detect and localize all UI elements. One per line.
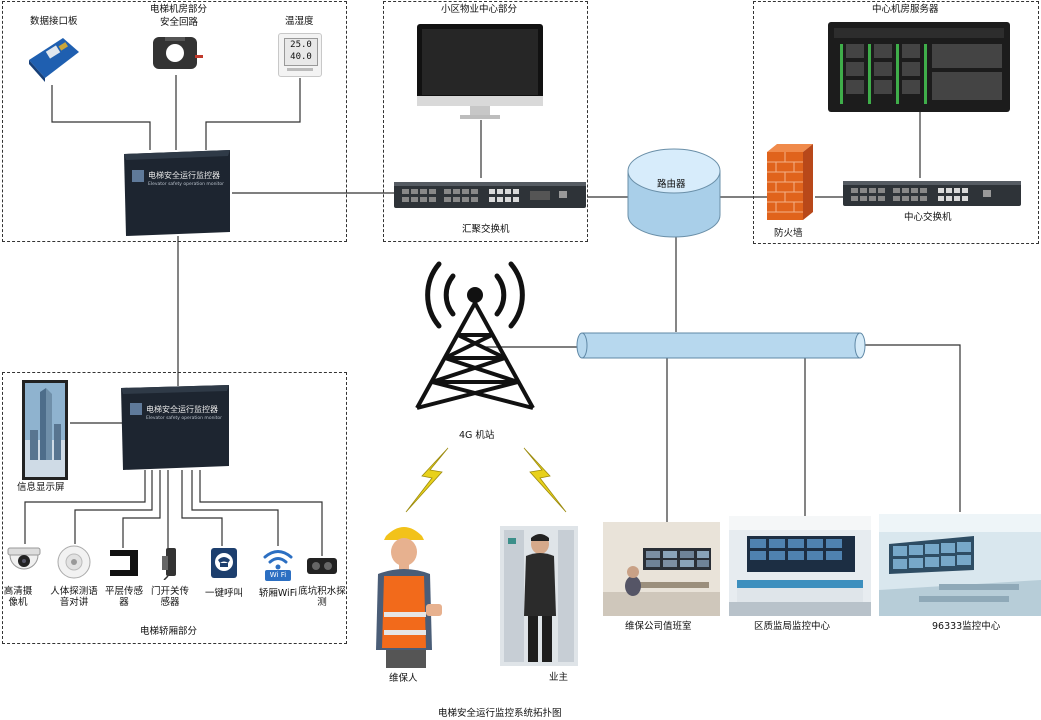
door-sensor-icon: [158, 546, 182, 581]
maintenance-duty-label: 维保公司值班室: [625, 621, 692, 632]
aggregation-switch-label: 汇聚交换机: [462, 224, 510, 235]
center-96333-label: 96333监控中心: [932, 621, 1001, 632]
property-pc-icon: [415, 22, 545, 122]
intercom-icon: [56, 544, 92, 580]
maintainer-label: 维保人: [389, 673, 418, 684]
elevator-car-zone: [2, 372, 347, 644]
call-button-label: 一键呼叫: [204, 588, 243, 599]
call-button-icon: [210, 547, 238, 579]
car-monitor-device: 电梯安全运行监控器 Elevator safety operation moni…: [118, 383, 232, 471]
router-label: 路由器: [657, 179, 686, 190]
intercom-label: 人体探测语音对讲: [50, 586, 98, 609]
thermometer-icon: 25.0 40.0: [278, 33, 322, 77]
data-board-icon: [25, 34, 81, 84]
info-display-icon: [22, 380, 68, 480]
machine-room-monitor-subtitle: Elevator safety operation monitor: [148, 182, 225, 187]
wifi-badge: Wi Fi: [265, 570, 291, 581]
wifi-icon: Wi Fi: [262, 548, 294, 582]
door-sensor-label: 门开关传感器: [150, 586, 189, 609]
machine-room-zone: [2, 1, 347, 242]
property-center-zone: [383, 1, 588, 242]
maintainer-figure: [366, 520, 446, 668]
camera-label: 高清摄像机: [3, 586, 33, 609]
wireless-signal-left-icon: [402, 446, 452, 514]
server-icon: [828, 22, 1010, 112]
machine-room-title: 电梯机房部分: [150, 4, 208, 15]
current-sensor-icon: [151, 33, 203, 73]
pit-water-sensor-icon: [306, 556, 338, 576]
data-center-zone: [753, 1, 1039, 244]
aggregation-switch-icon: [394, 178, 586, 210]
district-bureau-photo: [729, 516, 871, 616]
center-96333-photo: [879, 514, 1041, 616]
router-icon: 路由器: [625, 145, 723, 241]
wireless-signal-right-icon: [520, 446, 570, 514]
machine-room-monitor-name: 电梯安全运行监控器: [148, 171, 220, 180]
temp-humidity-label: 温湿度: [285, 16, 314, 27]
car-monitor-name: 电梯安全运行监控器: [146, 405, 218, 414]
base-station-label: 4G 机站: [459, 430, 495, 441]
temp-readout: 25.0: [290, 40, 312, 50]
firewall-icon: [765, 142, 815, 222]
camera-icon: [6, 546, 42, 576]
pit-water-label: 底坑积水探测: [298, 586, 346, 609]
diagram-caption: 电梯安全运行监控系统拓扑图: [438, 708, 562, 719]
machine-room-monitor-device: 电梯安全运行监控器 Elevator safety operation moni…: [120, 148, 233, 237]
level-sensor-icon: [108, 548, 140, 578]
property-center-title: 小区物业中心部分: [441, 4, 518, 15]
maintenance-duty-photo: [603, 522, 720, 616]
district-bureau-label: 区质监局监控中心: [754, 621, 831, 632]
info-display-label: 信息显示屏: [17, 482, 65, 493]
level-sensor-label: 平层传感器: [104, 586, 143, 609]
car-monitor-subtitle: Elevator safety operation monitor: [146, 416, 223, 421]
data-board-label: 数据接口板: [30, 16, 78, 27]
core-switch-icon: [843, 178, 1021, 208]
cell-tower-icon: [405, 258, 545, 414]
owner-figure: [500, 526, 578, 666]
network-bus-icon: [576, 331, 866, 360]
firewall-label: 防火墙: [774, 228, 803, 239]
core-switch-label: 中心交换机: [904, 212, 952, 223]
data-center-title: 中心机房服务器: [872, 4, 939, 15]
safety-circuit-label: 安全回路: [160, 17, 199, 28]
elevator-car-title: 电梯轿厢部分: [140, 626, 198, 637]
humidity-readout: 40.0: [290, 52, 312, 62]
wifi-label: 轿厢WiFi: [258, 588, 298, 599]
owner-label: 业主: [549, 672, 569, 683]
